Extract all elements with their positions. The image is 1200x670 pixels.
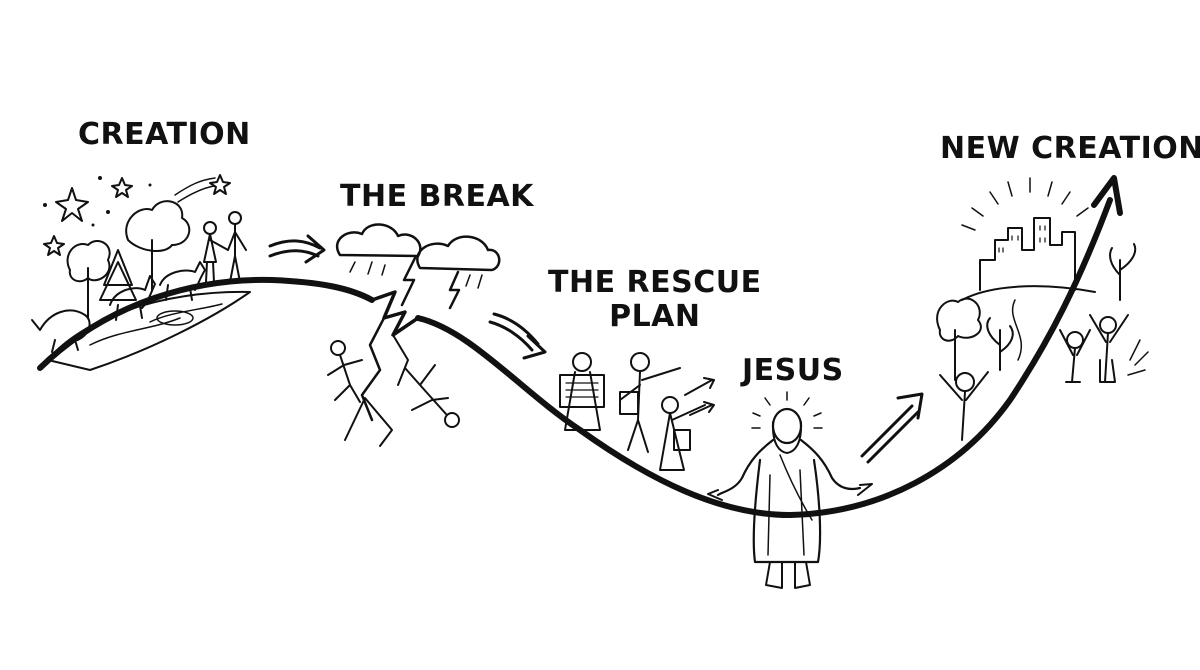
tree-icon (936, 297, 982, 381)
rescue-plan-scene (559, 352, 715, 471)
storm-cloud-icon (336, 223, 501, 272)
celebrating-person-icon (1089, 314, 1129, 383)
stage-label-the-break: THE BREAK (340, 180, 534, 214)
halo-rays-icon (751, 391, 823, 429)
jesus-figure (707, 391, 873, 589)
story-curve (37, 175, 1123, 518)
curve-segment-descent (415, 197, 1113, 518)
celebrating-person-icon (1059, 329, 1091, 383)
pine-tree-icon (99, 249, 137, 301)
animal-icon (31, 261, 206, 353)
arrow-icon (684, 377, 715, 396)
crack-icon (344, 290, 420, 447)
falling-person-icon (327, 340, 363, 403)
star-icon (209, 174, 231, 195)
tree-icon (125, 200, 191, 291)
earth-globe-icon (47, 290, 251, 371)
lightning-icon (400, 256, 461, 310)
arrow-icon (689, 401, 715, 416)
stage-label-line: JESUS (742, 353, 844, 388)
stage-label-line: CREATION (78, 117, 251, 152)
stage-label-line: PLAN (609, 298, 701, 334)
stage-label-jesus: JESUS (742, 354, 844, 388)
arrow-right-icon (268, 234, 326, 264)
stage-label-line: THE RESCUE (548, 265, 762, 300)
stage-label-creation: CREATION (78, 118, 251, 152)
stage-label-new-creation: NEW CREATION (940, 132, 1200, 166)
stage-label-line: NEW CREATION (940, 131, 1200, 166)
arrow-up-right-icon (860, 392, 924, 464)
break-scene (327, 223, 501, 428)
new-creation-scene (936, 177, 1149, 441)
city-skyline-icon (979, 217, 1076, 291)
couple-icon (203, 211, 247, 283)
creation-scene (31, 174, 251, 371)
curve-arrowhead-icon (1091, 175, 1123, 216)
star-icon (55, 187, 89, 222)
stage-label-the-rescue-plan: THE RESCUE PLAN (548, 266, 762, 333)
star-icon (43, 235, 65, 256)
sapling-icon (986, 243, 1137, 371)
curve-segment-creation (37, 276, 375, 371)
falling-person-icon (404, 364, 460, 428)
woman-with-book-icon (659, 396, 706, 471)
sun-rays-icon (961, 177, 1089, 231)
celebrating-person-icon (939, 371, 989, 441)
arrow-down-right-icon (488, 312, 547, 360)
pointing-person-icon (619, 352, 681, 453)
stage-label-line: THE BREAK (340, 179, 534, 214)
star-icon (111, 177, 133, 198)
prophet-with-scroll-icon (559, 352, 605, 431)
tree-icon (66, 240, 111, 319)
